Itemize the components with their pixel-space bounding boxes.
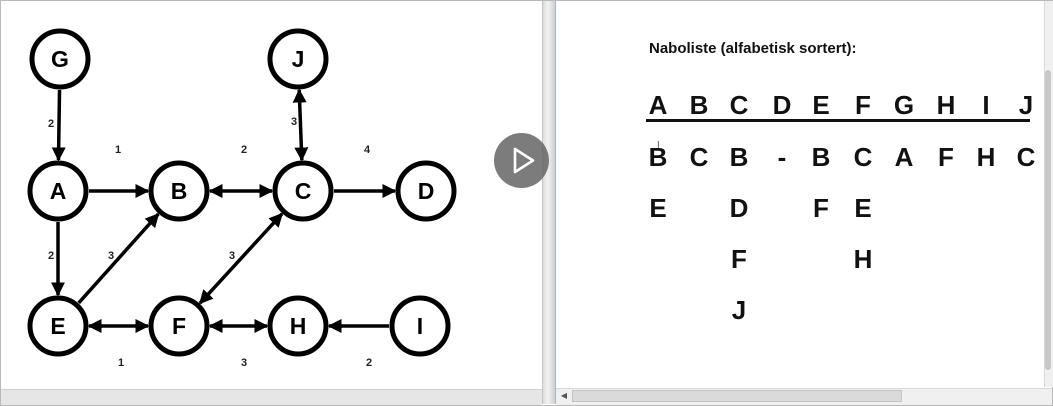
adjacency-neighbor: - [777,142,787,172]
node-label: D [418,178,435,204]
node-c: C [272,160,334,222]
node-j: J [267,28,329,90]
text-cursor-icon: I [657,140,660,151]
node-circle [272,160,334,222]
node-label: G [51,46,69,72]
play-button[interactable] [494,133,549,188]
adjacency-header-h: H [936,90,956,120]
adjacency-list-title: Naboliste (alfabetisk sortert): [649,40,857,57]
node-g: G [29,28,91,90]
pane-divider[interactable] [542,1,556,404]
adjacency-header-e: E [812,90,830,120]
node-i: I [389,295,451,357]
node-h: H [267,295,329,357]
edge-weight-label: 3 [229,250,235,262]
adjacency-header-b: B [689,90,709,120]
edge-c-j [292,88,309,162]
node-d: D [395,160,457,222]
adjacency-neighbor: A [894,142,914,172]
edge-weight-label: 3 [108,250,114,262]
slide-pane-right [556,1,1045,387]
adjacency-neighbor: D [729,193,749,223]
adjacency-neighbor: C [853,142,873,172]
scroll-left-arrow-icon[interactable]: ◀ [560,391,568,400]
node-circle [389,295,451,357]
play-icon [513,147,535,174]
adjacency-neighbor: F [813,193,829,223]
edge-weight-label: 2 [241,144,247,156]
node-label: H [290,313,307,339]
edge-c-f [198,212,284,305]
adjacency-neighbor: E [649,193,667,223]
header-underline [646,119,1030,122]
node-circle [29,28,91,90]
left-status-bar [1,389,542,405]
adjacency-neighbor: C [689,142,709,172]
edge-e-b [77,212,160,305]
node-b: B [148,160,210,222]
edge-g-a [51,89,66,162]
vertical-scroll-thumb[interactable] [1045,70,1051,370]
horizontal-scroll-thumb[interactable] [572,390,902,402]
node-circle [267,28,329,90]
adjacency-neighbor: C [1016,142,1036,172]
node-label: F [172,313,186,339]
adjacency-neighbor: B [729,142,749,172]
adjacency-header-g: G [893,90,915,120]
node-label: I [417,313,423,339]
adjacency-header-f: F [855,90,871,120]
edge-weight-label: 2 [366,357,372,369]
adjacency-header-c: C [729,90,749,120]
node-circle [27,160,89,222]
node-circle [148,160,210,222]
adjacency-neighbor: B [648,142,668,172]
edge-weight-label: 1 [115,144,121,156]
adjacency-neighbor: J [731,295,747,325]
adjacency-neighbor: F [731,244,747,274]
node-label: A [50,178,67,204]
adjacency-header-a: A [648,90,668,120]
adjacency-header-j: J [1018,90,1034,120]
node-circle [27,295,89,357]
edge-weight-label: 4 [364,144,371,156]
node-label: B [171,178,188,204]
adjacency-neighbor: E [854,193,872,223]
node-label: J [292,46,305,72]
adjacency-neighbor: H [853,244,873,274]
adjacency-header-d: D [772,90,792,120]
node-label: E [50,313,65,339]
graph-diagram: 2 1 2 4 3 2 3 3 1 3 2 G J A B C D E F H I [27,28,457,369]
edge-weight-label: 1 [118,357,124,369]
adjacency-header-i: I [982,90,990,120]
edge-weight-label: 3 [241,357,247,369]
adjacency-neighbor: F [938,142,954,172]
edge-weight-label: 3 [291,116,297,128]
node-circle [148,295,210,357]
adjacency-neighbor: H [976,142,996,172]
node-a: A [27,160,89,222]
edge-weight-label: 2 [48,118,54,130]
node-f: F [148,295,210,357]
node-circle [267,295,329,357]
adjacency-neighbor: B [811,142,831,172]
node-circle [395,160,457,222]
node-e: E [27,295,89,357]
node-label: C [295,178,312,204]
edge-weight-label: 2 [48,250,54,262]
